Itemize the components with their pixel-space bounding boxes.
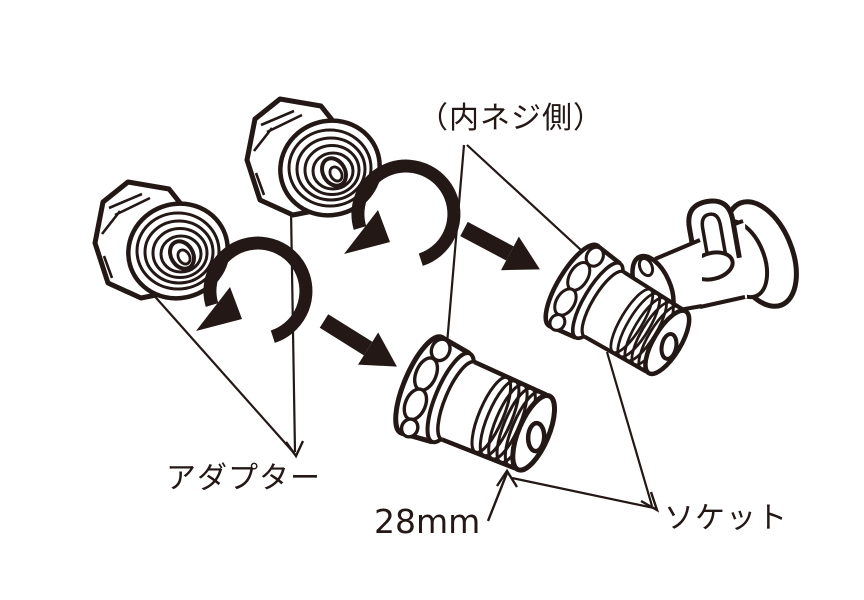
leader-line-socket-main <box>511 476 655 510</box>
arrowhead-socket-icon <box>640 491 660 513</box>
socket-main <box>385 331 569 488</box>
leader-line-socket-valve <box>605 351 654 507</box>
leader-line-inner-thread-to-valve-socket <box>466 144 595 263</box>
adapter-nut-left <box>95 182 241 312</box>
label-inner-thread-side: （内ネジ側） <box>418 101 604 136</box>
direction-arrow-to-valve-icon <box>455 212 549 287</box>
leader-line-adapter-left <box>149 290 295 454</box>
valve-assembly <box>535 198 799 390</box>
label-diameter-28mm: 28mm <box>374 502 481 541</box>
leader-line-inner-thread-to-socket <box>445 144 466 345</box>
arrowhead-adapter-icon <box>285 440 305 459</box>
leader-line-28mm <box>486 472 509 522</box>
label-socket: ソケット <box>664 501 788 536</box>
direction-arrow-to-socket-icon <box>313 304 408 383</box>
label-adapter: アダプター <box>166 461 321 496</box>
adapter-nut-top <box>247 99 393 229</box>
arrowhead-28mm-icon <box>496 468 519 488</box>
